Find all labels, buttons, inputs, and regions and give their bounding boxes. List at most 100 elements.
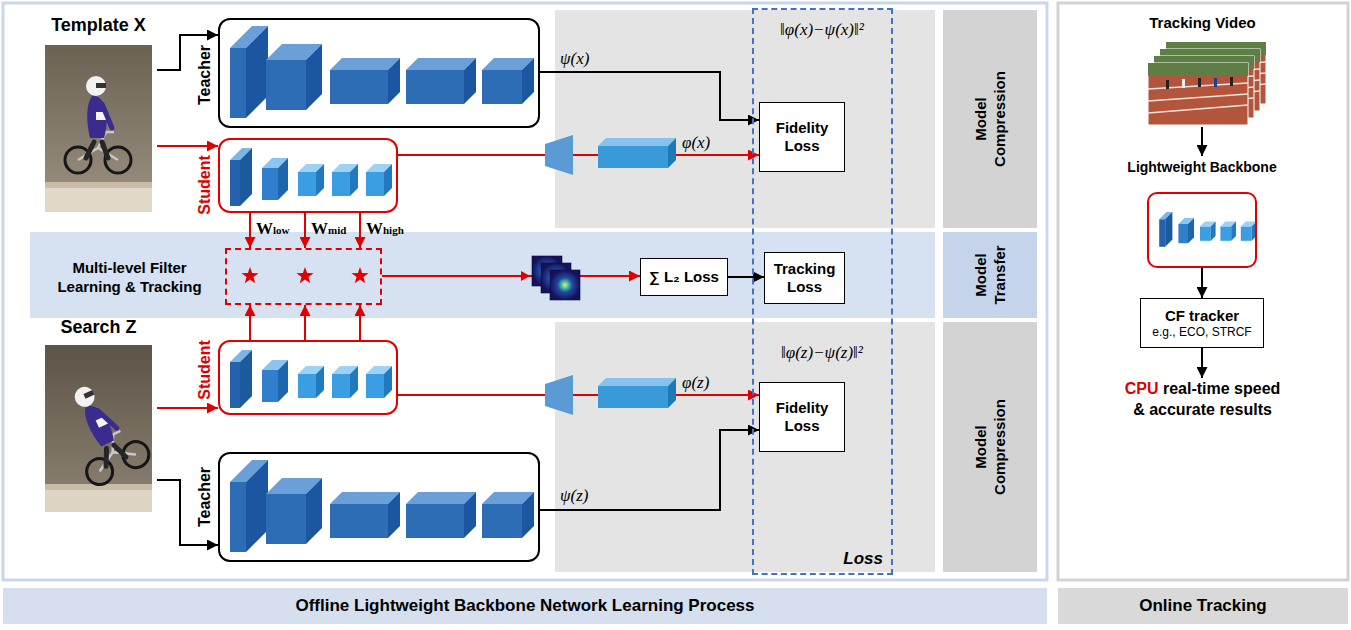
- section-title: Offline Lightweight Backbone Network Lea…: [295, 596, 754, 616]
- box-label: Tracking Loss: [770, 260, 839, 296]
- backbone-frame: [1147, 192, 1257, 268]
- response-maps: [521, 256, 580, 300]
- feature-label: φ(z): [682, 373, 709, 393]
- weight-label: Wlow: [256, 219, 290, 240]
- student-network: Student: [218, 340, 398, 415]
- drawing-part: [230, 148, 392, 206]
- connector: [1201, 127, 1203, 156]
- figure-heading: Search Z: [40, 316, 157, 338]
- weight-label: Whigh: [366, 219, 404, 240]
- connector: [540, 430, 759, 510]
- drawing-part: [52, 373, 153, 489]
- drawing-part: [45, 188, 152, 212]
- connector: [382, 275, 640, 277]
- backbone-heading: Lightweight Backbone: [1122, 156, 1282, 176]
- stage-label-text: Model Transfer: [971, 238, 1009, 312]
- filter-stars: [241, 267, 368, 283]
- box-label: Fidelity Loss: [765, 119, 839, 155]
- backbone-box: Lightweight Backbone: [1122, 156, 1282, 268]
- network-label: Student: [196, 325, 214, 415]
- highlight-word: CPU: [1125, 380, 1159, 397]
- drawing-part: [45, 182, 152, 188]
- loss-formula: ‖φ(x)−ψ(x)‖²: [780, 20, 864, 40]
- drawing-part: [241, 267, 258, 283]
- connector: [157, 407, 218, 409]
- teacher-network: Teacher: [218, 452, 540, 562]
- box-subtext: e.g., ECO, STRCF: [1152, 325, 1251, 339]
- feature-label: ψ(z): [560, 486, 589, 506]
- connector: [540, 72, 759, 120]
- section-bar: Offline Lightweight Backbone Network Lea…: [3, 588, 1047, 624]
- stage-label-text: Model Compression: [971, 67, 1009, 171]
- teacher-layers: [230, 26, 534, 552]
- result-lines: CPUreal-time speed & accurate results: [1118, 378, 1288, 420]
- drawing-part: [1159, 212, 1256, 247]
- search-image: Search Z: [40, 316, 157, 513]
- connector: [249, 213, 251, 248]
- connector: [359, 305, 361, 340]
- weight-label: Wmid: [311, 219, 346, 240]
- student-network: Student: [218, 138, 398, 213]
- drawing-part: [230, 460, 534, 552]
- section-bar: Online Tracking: [1058, 588, 1348, 624]
- drawing-part: [550, 270, 580, 300]
- feature-label: φ(x): [682, 133, 710, 153]
- fidelity-loss-box: Fidelity Loss: [759, 382, 845, 452]
- connector: [249, 305, 251, 340]
- drawing-part: [3, 3, 1047, 580]
- result-text: CPUreal-time speed & accurate results: [1105, 378, 1300, 428]
- group-label: Multi-level Filter Learning & Tracking: [42, 258, 217, 296]
- tracking-loss-box: Tracking Loss: [764, 252, 845, 304]
- l2-loss-box: ∑ L₂ Loss: [640, 258, 728, 296]
- box-label: Fidelity Loss: [765, 399, 839, 435]
- figure-heading: Template X: [40, 14, 157, 36]
- drawing-part: [521, 271, 530, 281]
- figure-heading: Tracking Video: [1130, 12, 1275, 34]
- drawing-part: [45, 490, 152, 512]
- connector: [359, 213, 361, 248]
- filter-box: Multi-level Filter Learning & Tracking: [225, 248, 382, 305]
- template-image: Template X: [40, 14, 157, 213]
- network-label: Student: [196, 140, 214, 230]
- drawing-part: [296, 267, 313, 283]
- network-label: Teacher: [196, 452, 214, 542]
- drawing-part: [351, 267, 368, 283]
- stage-label: Model Compression: [943, 10, 1037, 228]
- feature-label: ψ(x): [560, 49, 589, 69]
- section-title: Online Tracking: [1139, 596, 1267, 616]
- drawing-part: [230, 26, 534, 118]
- drawing-part: [45, 45, 152, 212]
- connector: [398, 154, 759, 156]
- drawing-part: [230, 350, 392, 408]
- drawing-part: [555, 322, 935, 572]
- video-image: Tracking Video: [1130, 12, 1275, 127]
- connector: [304, 305, 306, 340]
- connector: [728, 276, 764, 278]
- loss-group: LossFidelity LossTracking LossFidelity L…: [752, 8, 893, 575]
- group-label: Loss: [843, 549, 883, 569]
- loss-formula: ‖φ(z)−ψ(z)‖²: [781, 343, 863, 363]
- drawing-part: [1058, 3, 1348, 580]
- drawing-part: [545, 375, 676, 415]
- connector: [1201, 348, 1203, 378]
- connector: [157, 145, 218, 147]
- teacher-network: Teacher: [218, 18, 540, 128]
- search-photo: [45, 345, 153, 512]
- stage-label: Model Compression: [943, 322, 1037, 572]
- fidelity-loss-box: Fidelity Loss: [759, 102, 845, 172]
- template-photo: [45, 45, 152, 212]
- connector: [304, 213, 306, 248]
- drawing-part: [65, 76, 131, 173]
- network-label: Teacher: [196, 30, 214, 120]
- drawing-part: [545, 135, 676, 175]
- connector: [1201, 268, 1203, 298]
- box-label: CF tracker: [1165, 307, 1239, 325]
- student-layers: [230, 148, 1256, 408]
- box-label: ∑ L₂ Loss: [649, 268, 719, 286]
- connector: [398, 394, 759, 396]
- stage-label: Model Transfer: [943, 232, 1037, 318]
- cf-tracker-box: CF trackere.g., ECO, STRCF: [1140, 298, 1264, 348]
- drawing-part: [1148, 63, 1248, 125]
